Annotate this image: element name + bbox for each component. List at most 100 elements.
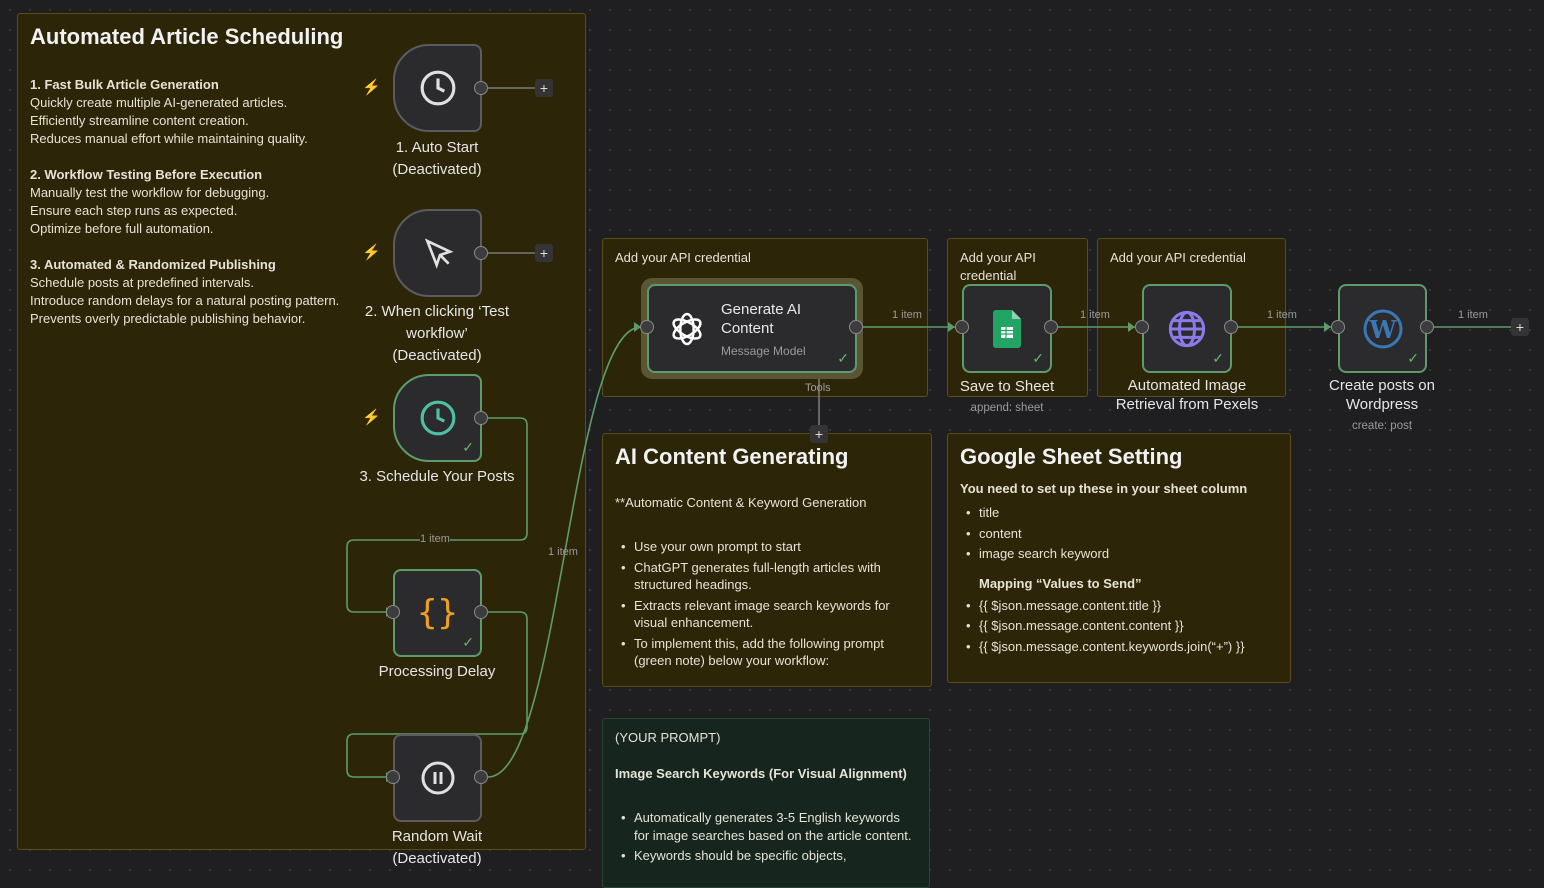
add-node-button[interactable]: + [535,244,553,262]
globe-icon [1168,310,1206,347]
output-port[interactable] [474,246,488,260]
node-auto-start[interactable] [393,44,482,132]
bullet: {{ $json.message.content.content }} [960,617,1278,635]
sticky-note-prompt[interactable]: (YOUR PROMPT) Image Search Keywords (For… [602,718,930,888]
note-intro: **Automatic Content & Keyword Generation [615,495,867,510]
trigger-bolt-icon: ⚡ [362,244,381,261]
output-port[interactable] [1044,320,1058,334]
bullet: content [960,525,1278,543]
section-heading: 3. Automated & Randomized Publishing [30,257,276,272]
node-label: 2. When clicking ‘Test workflow’(Deactiv… [364,303,510,364]
input-port[interactable] [1331,320,1345,334]
connection-wait-generate [487,326,642,778]
section-line: Optimize before full automation. [30,221,214,236]
overview-section-1: 1. Fast Bulk Article Generation Quickly … [30,76,573,148]
output-port[interactable] [474,605,488,619]
bullet: Keywords should be specific objects, [615,847,917,865]
input-port[interactable] [1135,320,1149,334]
node-manual-trigger[interactable] [393,209,482,297]
pause-icon [421,761,454,795]
node-label: 1. Auto Start(Deactivated) [392,139,482,178]
section-heading: 1. Fast Bulk Article Generation [30,77,219,92]
section-line: Schedule posts at predefined intervals. [30,275,255,290]
success-check-icon: ✓ [1032,350,1044,366]
input-port[interactable] [640,320,654,334]
bullet: Automatically generates 3-5 English keyw… [615,809,917,844]
node-subtitle: append: sheet [970,402,1044,414]
node-label: 3. Schedule Your Posts [359,468,515,485]
node-random-wait[interactable] [393,734,482,822]
add-node-button[interactable]: + [535,79,553,97]
connection-label: 1 item [1458,309,1488,321]
output-port[interactable] [849,320,863,334]
prompt-heading: Image Search Keywords (For Visual Alignm… [615,766,907,781]
node-image-retrieval[interactable]: ✓ [1142,284,1232,373]
node-label: Automated Image Retrieval from Pexels [1115,377,1259,413]
trigger-bolt-icon: ⚡ [362,409,381,426]
trigger-bolt-icon: ⚡ [362,79,381,96]
success-check-icon: ✓ [462,634,474,650]
column-list: title content image search keyword [960,504,1278,563]
node-title: Generate AI Content [721,300,802,337]
sticky-note-google-sheet[interactable]: Google Sheet Setting You need to set up … [947,433,1291,683]
section-line: Prevents overly predictable publishing b… [30,311,306,326]
wordpress-icon: W [1363,309,1402,348]
overview-section-3: 3. Automated & Randomized Publishing Sch… [30,256,573,328]
tools-connector-label: Tools [805,382,831,394]
input-port[interactable] [386,605,400,619]
clock-icon [420,70,455,106]
openai-icon [672,312,702,345]
node-label: Create posts on Wordpress [1329,377,1435,413]
connection-label: 1 item [892,309,922,321]
svg-text:W: W [1368,315,1397,344]
section-heading: 2. Workflow Testing Before Execution [30,167,263,182]
output-port[interactable] [474,770,488,784]
output-port[interactable] [1420,320,1434,334]
arrow-head [634,322,641,332]
output-port[interactable] [474,81,488,95]
note-text: Add your API credential [960,250,1036,283]
arrow-head [1128,322,1135,332]
section-line: Manually test the workflow for debugging… [30,185,270,200]
connection-label: 1 item [420,533,450,545]
node-label: Processing Delay [378,663,496,680]
arrow-head [948,322,955,332]
note-bullets: Use your own prompt to start ChatGPT gen… [615,538,919,670]
mapping-title: Mapping “Values to Send” [979,575,1142,591]
node-schedule[interactable]: ✓ [393,374,482,462]
add-tool-button[interactable]: + [810,425,828,443]
sticky-note-overview[interactable]: Automated Article Scheduling 1. Fast Bul… [17,13,586,850]
section-line: Reduces manual effort while maintaining … [30,131,308,146]
note-title: Google Sheet Setting [960,444,1183,469]
bullet: title [960,504,1278,522]
bullet: Extracts relevant image search keywords … [615,597,919,632]
bullet: To implement this, add the following pro… [615,635,919,670]
note-intro: You need to set up these in your sheet c… [960,481,1248,496]
input-port[interactable] [386,770,400,784]
clock-icon [420,400,455,436]
node-wordpress[interactable]: W ✓ [1338,284,1427,373]
success-check-icon: ✓ [1407,350,1419,366]
connection-label: 1 item [1080,309,1110,321]
success-check-icon: ✓ [462,439,474,455]
connection-label: 1 item [1267,309,1297,321]
node-label: Save to Sheet [959,378,1055,395]
prompt-bullets: Automatically generates 3-5 English keyw… [615,809,917,865]
mapping-list: {{ $json.message.content.title }} {{ $js… [960,597,1278,656]
output-port[interactable] [1224,320,1238,334]
add-node-button[interactable]: + [1511,318,1529,336]
note-title: Automated Article Scheduling [30,24,344,49]
node-processing-delay[interactable]: {} ✓ [393,569,482,657]
sticky-note-ai-content[interactable]: AI Content Generating **Automatic Conten… [602,433,932,687]
bullet: Use your own prompt to start [615,538,919,556]
output-port[interactable] [474,411,488,425]
code-braces-icon: {} [417,593,458,633]
arrow-head [1324,322,1331,332]
overview-section-2: 2. Workflow Testing Before Execution Man… [30,166,573,238]
input-port[interactable] [955,320,969,334]
node-save-to-sheet[interactable]: ✓ [962,284,1052,373]
section-line: Ensure each step runs as expected. [30,203,238,218]
node-generate-ai-content[interactable]: Generate AI Content Message Model ✓ [647,284,857,373]
cursor-icon [424,238,454,269]
